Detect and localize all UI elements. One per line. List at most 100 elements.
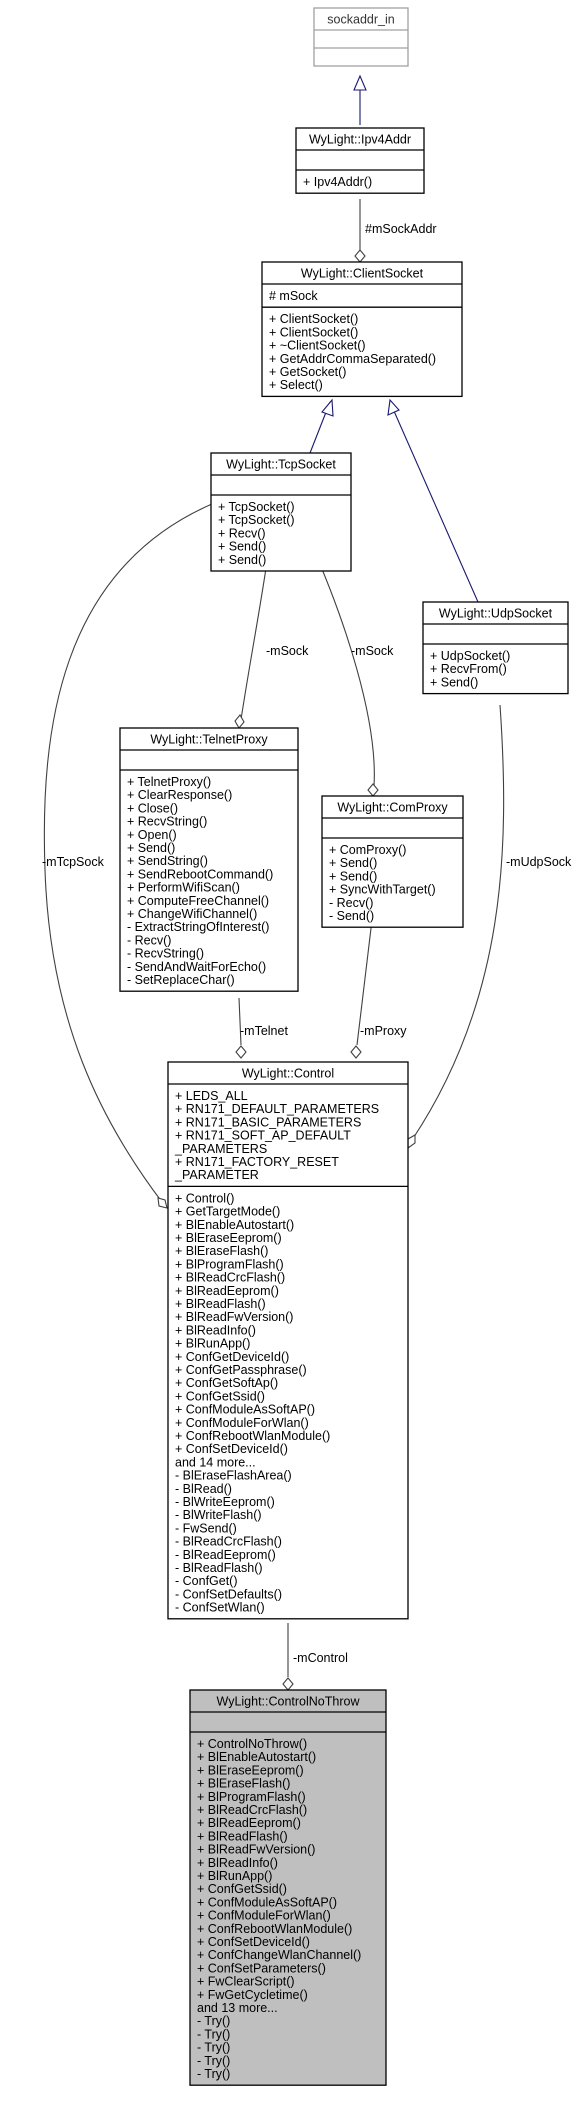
class-method: + SyncWithTarget() [329, 883, 436, 897]
class-title: WyLight::Ipv4Addr [309, 133, 411, 147]
edge-label-mproxy: -mProxy [360, 1024, 407, 1038]
class-method: + SendRebootCommand() [127, 867, 273, 881]
aggregation-diamond-icon [234, 714, 245, 729]
class-method: + Send() [329, 869, 377, 883]
class-attribute: _PARAMETERS [174, 1142, 267, 1156]
class-method: + BlEraseFlash() [197, 1777, 290, 1791]
aggregation-diamond-icon [282, 1677, 294, 1691]
class-method: + ConfGetPassphrase() [175, 1363, 307, 1377]
class-method: + BlEraseFlash() [175, 1244, 268, 1258]
class-title: WyLight::ControlNoThrow [217, 1695, 361, 1709]
class-method: + ComProxy() [329, 843, 406, 857]
class-method: + GetAddrCommaSeparated() [269, 352, 436, 366]
edge-control-mudpsock [411, 704, 505, 1141]
class-method: - BlWriteEeprom() [175, 1495, 275, 1509]
class-method: + ConfModuleForWlan() [197, 1909, 331, 1923]
class-method: + Close() [127, 801, 178, 815]
class-method: + BlEraseEeprom() [197, 1763, 304, 1777]
class-method: - ExtractStringOfInterest() [127, 920, 269, 934]
class-method: - Try() [197, 2041, 230, 2055]
class-method: + GetSocket() [269, 365, 346, 379]
class-method: + ComputeFreeChannel() [127, 894, 269, 908]
class-method: - Send() [329, 909, 374, 923]
class-method: - BlRead() [175, 1482, 232, 1496]
class-tcpsocket[interactable]: WyLight::TcpSocket+ TcpSocket()+ TcpSock… [210, 452, 352, 572]
class-title: WyLight::UdpSocket [439, 607, 553, 621]
class-method: + TelnetProxy() [127, 775, 211, 789]
class-method: + Open() [127, 828, 177, 842]
class-title: WyLight::ClientSocket [301, 267, 424, 281]
class-method: + BlReadFwVersion() [175, 1310, 293, 1324]
class-title: sockaddr_in [327, 13, 394, 27]
class-box-frame [167, 1061, 409, 1620]
edge-label-mtcpsock: -mTcpSock [42, 855, 105, 869]
class-method: + Send() [218, 553, 266, 567]
aggregation-diamond-icon [235, 1045, 247, 1059]
class-box-frame [313, 7, 409, 67]
class-method: + FwGetCycletime() [197, 1988, 308, 2002]
class-attribute: + RN171_DEFAULT_PARAMETERS [175, 1102, 379, 1116]
class-method: + BlRunApp() [197, 1869, 272, 1883]
class-control[interactable]: WyLight::Control+ LEDS_ALL+ RN171_DEFAUL… [167, 1061, 409, 1620]
class-method: - ConfSetWlan() [175, 1601, 265, 1615]
class-method: + BlReadEeprom() [175, 1284, 279, 1298]
class-method: + RecvFrom() [430, 662, 507, 676]
class-attribute: + RN171_BASIC_PARAMETERS [175, 1115, 361, 1129]
class-method: + BlReadFlash() [175, 1297, 266, 1311]
class-method: - SendAndWaitForEcho() [127, 960, 266, 974]
class-method: + BlReadFwVersion() [197, 1843, 315, 1857]
class-controlnothrow[interactable]: WyLight::ControlNoThrow+ ControlNoThrow(… [189, 1689, 387, 2086]
class-method: + ~ClientSocket() [269, 339, 366, 353]
class-method: + Send() [127, 841, 175, 855]
inheritance-arrow-icon [353, 74, 367, 91]
class-method: + BlReadInfo() [197, 1856, 278, 1870]
class-method: + ControlNoThrow() [197, 1737, 307, 1751]
class-method: + Select() [269, 378, 323, 392]
inheritance-arrow-icon [321, 398, 334, 417]
class-comproxy[interactable]: WyLight::ComProxy+ ComProxy()+ Send()+ S… [321, 795, 464, 928]
edge-control-mtcpsock [43, 503, 213, 1203]
class-box-frame [210, 452, 352, 572]
class-udpsocket[interactable]: WyLight::UdpSocket+ UdpSocket()+ RecvFro… [422, 601, 569, 695]
class-method: + GetTargetMode() [175, 1205, 280, 1219]
class-title: WyLight::ComProxy [337, 801, 448, 815]
class-method: + BlEnableAutostart() [175, 1218, 294, 1232]
class-method: - BlReadFlash() [175, 1561, 263, 1575]
class-method: + PerformWifiScan() [127, 881, 240, 895]
class-method: + ClearResponse() [127, 788, 232, 802]
class-method: + ConfGetDeviceId() [175, 1350, 289, 1364]
class-attribute: + RN171_FACTORY_RESET [175, 1155, 339, 1169]
class-title: WyLight::Control [242, 1067, 334, 1081]
class-method: - BlReadEeprom() [175, 1548, 276, 1562]
class-ipv4addr[interactable]: WyLight::Ipv4Addr+ Ipv4Addr() [295, 127, 425, 194]
class-method: and 14 more... [175, 1455, 256, 1469]
class-method: + ConfSetDeviceId() [175, 1442, 288, 1456]
class-method: + ConfModuleAsSoftAP() [197, 1895, 337, 1909]
aggregation-diamond-icon [354, 249, 366, 263]
class-telnetproxy[interactable]: WyLight::TelnetProxy+ TelnetProxy()+ Cle… [119, 727, 299, 992]
aggregation-diamond-icon [157, 1197, 168, 1209]
class-box-frame [422, 601, 569, 695]
class-method: - RecvString() [127, 947, 204, 961]
class-method: + ConfSetDeviceId() [197, 1935, 310, 1949]
inheritance-arrow-icon [387, 398, 400, 416]
class-title: WyLight::TcpSocket [226, 458, 336, 472]
class-method: + BlEnableAutostart() [197, 1750, 316, 1764]
class-method: + BlRunApp() [175, 1337, 250, 1351]
class-method: + Send() [329, 856, 377, 870]
class-clientsocket[interactable]: WyLight::ClientSocket# mSock+ ClientSock… [261, 261, 463, 398]
class-method: + ClientSocket() [269, 325, 358, 339]
class-method: - ConfGet() [175, 1574, 238, 1588]
class-method: - BlEraseFlashArea() [175, 1469, 292, 1483]
class-sockaddr_in[interactable]: sockaddr_in [313, 7, 409, 67]
class-method: - BlWriteFlash() [175, 1508, 262, 1522]
class-method: + Recv() [218, 526, 266, 540]
class-method: + ClientSocket() [269, 312, 358, 326]
class-method: + ConfGetSsid() [175, 1389, 265, 1403]
class-method: + ConfModuleForWlan() [175, 1416, 309, 1430]
class-method: - Recv() [329, 896, 373, 910]
class-method: + BlProgramFlash() [197, 1790, 306, 1804]
class-method: + ConfChangeWlanChannel() [197, 1948, 361, 1962]
